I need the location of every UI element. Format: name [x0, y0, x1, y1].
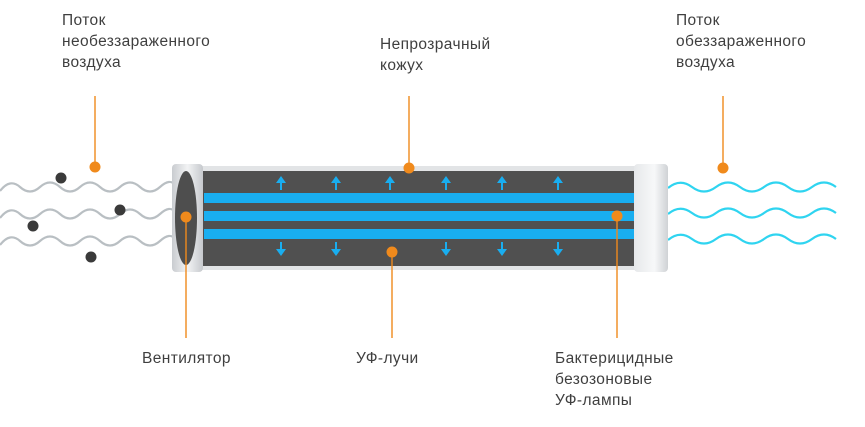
- label-uv-rays: УФ-лучи: [356, 350, 419, 367]
- particles: [27, 172, 126, 263]
- particle-icon: [114, 204, 126, 216]
- unclean-air-waves: [0, 180, 176, 247]
- uv-arrows-up: [276, 176, 563, 190]
- callout-dots: [89, 161, 729, 258]
- uv-arrow-icon: [385, 176, 395, 190]
- uv-arrow-icon: [553, 176, 563, 190]
- label-clean-air: Поток обеззараженного воздуха: [676, 12, 807, 71]
- uv-arrow-icon: [441, 242, 451, 256]
- clean-air-wave: [667, 181, 837, 193]
- callout-dot-uv: [386, 246, 398, 258]
- label-fan: Вентилятор: [142, 350, 231, 367]
- uv-lamp-icon: [204, 229, 634, 239]
- uv-lamps: [204, 193, 634, 239]
- clean-air-wave: [667, 207, 837, 219]
- outlet-cap-body: [634, 164, 668, 272]
- outlet-cap: [634, 164, 668, 272]
- casing-top-edge: [200, 166, 637, 171]
- callout-dot-unclean-air: [89, 161, 101, 173]
- label-unclean-air: Поток необеззараженного воздуха: [62, 12, 211, 71]
- callout-dot-clean-air: [717, 162, 729, 174]
- uv-arrow-icon: [497, 242, 507, 256]
- unclean-air-wave: [0, 234, 176, 247]
- label-uv-lamps: Бактерицидные безозоновые УФ-лампы: [555, 350, 674, 409]
- uv-arrow-icon: [276, 176, 286, 190]
- callout-dot-casing: [403, 162, 415, 174]
- particle-icon: [55, 172, 67, 184]
- uv-lamp-icon: [204, 211, 634, 221]
- uv-arrow-icon: [331, 176, 341, 190]
- callout-dot-lamps: [611, 210, 623, 222]
- uv-arrow-icon: [497, 176, 507, 190]
- clean-air-wave: [667, 233, 837, 245]
- particle-icon: [27, 220, 39, 232]
- uv-arrow-icon: [441, 176, 451, 190]
- uv-arrow-icon: [331, 242, 341, 256]
- label-opaque-casing: Непрозрачный кожух: [380, 36, 491, 74]
- clean-air-waves: [667, 181, 837, 245]
- unclean-air-wave: [0, 207, 176, 220]
- casing-bottom-edge: [200, 266, 637, 270]
- uv-arrow-icon: [276, 242, 286, 256]
- unclean-air-wave: [0, 180, 176, 193]
- uv-lamp-icon: [204, 193, 634, 203]
- callout-dot-fan: [180, 211, 192, 223]
- uv-arrow-icon: [553, 242, 563, 256]
- particle-icon: [85, 251, 97, 263]
- uv-arrows-down: [276, 242, 563, 256]
- callout-lines: [94, 96, 724, 338]
